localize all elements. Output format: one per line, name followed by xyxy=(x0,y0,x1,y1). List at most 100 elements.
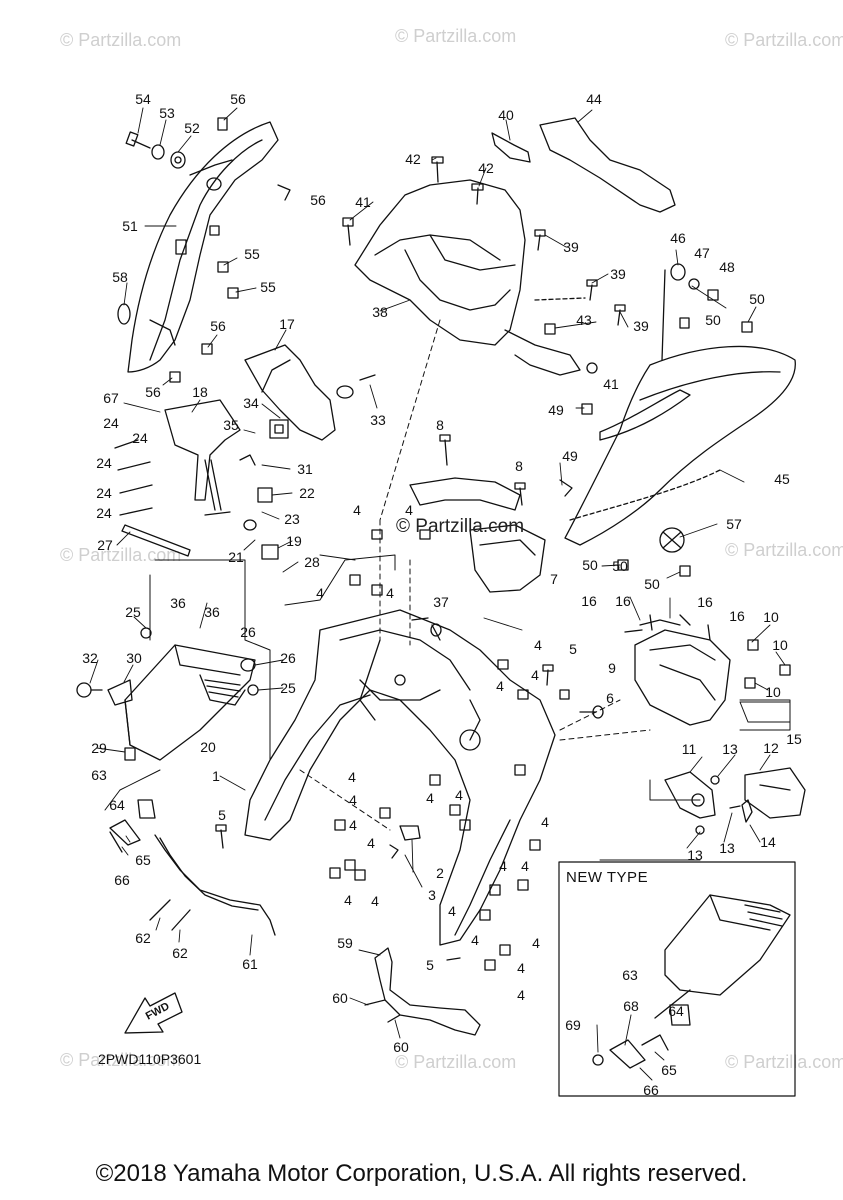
callout: 24 xyxy=(103,415,119,431)
callout: 33 xyxy=(370,412,386,428)
callout: 66 xyxy=(643,1082,659,1098)
callout: 34 xyxy=(243,395,259,411)
callout: 27 xyxy=(97,537,113,553)
watermark: © Partzilla.com xyxy=(725,1052,843,1072)
callout: 64 xyxy=(109,797,125,813)
callout: 47 xyxy=(694,245,710,261)
callout: 48 xyxy=(719,259,735,275)
callout: 4 xyxy=(405,502,413,518)
callout: 8 xyxy=(515,458,523,474)
callout: 57 xyxy=(726,516,742,532)
callout: 31 xyxy=(297,461,313,477)
callout: 16 xyxy=(729,608,745,624)
callout: 39 xyxy=(563,239,579,255)
callout: 29 xyxy=(91,740,107,756)
callout: 38 xyxy=(372,304,388,320)
callout: 4 xyxy=(531,667,539,683)
pocket-20 xyxy=(124,627,259,761)
callout: 8 xyxy=(436,417,444,433)
watermark: © Partzilla.com xyxy=(395,1052,517,1072)
callout: 24 xyxy=(132,430,148,446)
callout: 21 xyxy=(228,549,244,565)
callout: 4 xyxy=(471,932,479,948)
callout: 42 xyxy=(405,151,421,167)
callout-numbers: 54 53 52 56 56 51 55 55 58 56 56 67 18 1… xyxy=(82,91,802,1098)
callout: 17 xyxy=(279,316,295,332)
callout: 22 xyxy=(299,485,315,501)
callout: 66 xyxy=(114,872,130,888)
callout: 69 xyxy=(565,1017,581,1033)
callout: 63 xyxy=(622,967,638,983)
callout: 60 xyxy=(393,1039,409,1055)
callout: 16 xyxy=(615,593,631,609)
callout: 51 xyxy=(122,218,138,234)
watermark: © Partzilla.com xyxy=(60,545,182,565)
new-type-pocket xyxy=(592,894,791,1069)
callout: 13 xyxy=(722,741,738,757)
callout: 4 xyxy=(316,585,324,601)
callout: 41 xyxy=(355,194,371,210)
callout: 64 xyxy=(668,1003,684,1019)
group-outline xyxy=(104,554,791,861)
front-shroud-38 xyxy=(354,179,586,376)
callout: 49 xyxy=(562,448,578,464)
callout: 24 xyxy=(96,485,112,501)
bracket-2 xyxy=(399,825,421,841)
callout: 25 xyxy=(280,680,296,696)
callout: 4 xyxy=(499,858,507,874)
duct-17 xyxy=(244,344,376,441)
bolt-32 xyxy=(76,682,103,698)
callout: 4 xyxy=(426,790,434,806)
callout: 4 xyxy=(534,637,542,653)
part-30 xyxy=(107,679,133,706)
callout: 68 xyxy=(623,998,639,1014)
side-cover-45 xyxy=(564,345,796,553)
callout: 4 xyxy=(517,987,525,1003)
callout: 40 xyxy=(498,107,514,123)
callout: 16 xyxy=(581,593,597,609)
callout: 24 xyxy=(96,455,112,471)
callout: 60 xyxy=(332,990,348,1006)
callout: 67 xyxy=(103,390,119,406)
callout: 4 xyxy=(353,502,361,518)
callout: 28 xyxy=(304,554,320,570)
callout: 56 xyxy=(210,318,226,334)
callout: 25 xyxy=(125,604,141,620)
copyright-notice: ©2018 Yamaha Motor Corporation, U.S.A. A… xyxy=(95,1160,748,1187)
callout: 20 xyxy=(200,739,216,755)
callout: 2 xyxy=(436,865,444,881)
callout: 4 xyxy=(367,835,375,851)
callout: 43 xyxy=(576,312,592,328)
callout: 4 xyxy=(541,814,549,830)
callout: 54 xyxy=(135,91,151,107)
callout: 65 xyxy=(661,1062,677,1078)
callout: 4 xyxy=(371,893,379,909)
callout: 4 xyxy=(349,817,357,833)
callout: 11 xyxy=(682,741,697,757)
clips-4 xyxy=(329,529,570,971)
callout: 23 xyxy=(284,511,300,527)
callout: 9 xyxy=(608,660,616,676)
watermark: © Partzilla.com xyxy=(60,1050,182,1070)
garnish-7 xyxy=(409,434,546,593)
callout: 10 xyxy=(772,637,788,653)
callout: 4 xyxy=(448,903,456,919)
screws-24 xyxy=(114,439,231,516)
callout: 4 xyxy=(344,892,352,908)
callout: 56 xyxy=(145,384,161,400)
callout: 58 xyxy=(112,269,128,285)
callout: 5 xyxy=(426,957,434,973)
callout: 14 xyxy=(760,834,776,850)
callout: 41 xyxy=(603,376,619,392)
callout: 37 xyxy=(433,594,449,610)
callout: 56 xyxy=(310,192,326,208)
callout: 50 xyxy=(749,291,765,307)
callout: 1 xyxy=(212,768,220,784)
callout: 39 xyxy=(610,266,626,282)
callout: 7 xyxy=(550,571,558,587)
housing-9 xyxy=(624,614,791,726)
leg-shield-1 xyxy=(244,609,556,946)
callout: 36 xyxy=(170,595,186,611)
